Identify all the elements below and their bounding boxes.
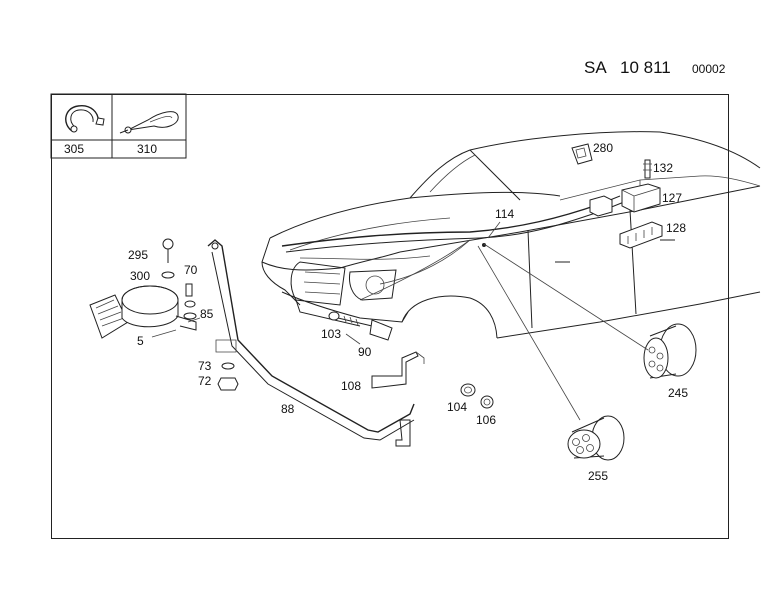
clamp-ring-icon bbox=[65, 105, 105, 133]
diagram-frame bbox=[51, 94, 729, 539]
part-103-90 bbox=[328, 311, 393, 341]
callout-72: 72 bbox=[198, 374, 212, 388]
switch-280 bbox=[571, 143, 593, 165]
horn-5 bbox=[89, 285, 197, 339]
callout-85: 85 bbox=[200, 307, 214, 321]
leader-lines bbox=[151, 243, 649, 421]
cable-tie-icon bbox=[119, 111, 179, 134]
wiring-harness bbox=[281, 195, 625, 301]
bracket-108 bbox=[371, 351, 425, 389]
inset-label-310: 310 bbox=[137, 142, 157, 156]
callout-295: 295 bbox=[128, 248, 148, 262]
connector-255 bbox=[567, 415, 625, 461]
callout-70: 70 bbox=[184, 263, 198, 277]
callout-104: 104 bbox=[447, 400, 467, 414]
drawing-prefix: SA bbox=[584, 58, 607, 77]
relay-127 bbox=[589, 183, 661, 217]
inset-boxes bbox=[50, 93, 187, 159]
callout-73: 73 bbox=[198, 359, 212, 373]
connector-245 bbox=[643, 323, 697, 379]
callout-132: 132 bbox=[653, 161, 673, 175]
callout-88: 88 bbox=[281, 402, 295, 416]
drawing-header: SA 10 811 00002 bbox=[0, 56, 782, 80]
callout-245: 245 bbox=[668, 386, 688, 400]
inset-label-305: 305 bbox=[64, 142, 84, 156]
callout-127: 127 bbox=[662, 191, 682, 205]
callout-108: 108 bbox=[341, 379, 361, 393]
car-body-outline bbox=[261, 131, 761, 339]
cap-106 bbox=[480, 395, 494, 409]
callout-labels: 280 132 127 114 128 295 300 70 85 5 103 … bbox=[128, 141, 688, 483]
callout-106: 106 bbox=[476, 413, 496, 427]
callout-5: 5 bbox=[137, 334, 144, 348]
callout-90: 90 bbox=[358, 345, 372, 359]
callout-300: 300 bbox=[130, 269, 150, 283]
callout-255: 255 bbox=[588, 469, 608, 483]
callout-280: 280 bbox=[593, 141, 613, 155]
horn-hardware bbox=[161, 238, 239, 391]
callout-114: 114 bbox=[495, 207, 514, 221]
fuse-block-128 bbox=[619, 221, 663, 249]
drawing-sheet-code: 00002 bbox=[692, 62, 726, 76]
drawing-number: 10 811 bbox=[620, 58, 671, 77]
terminal-132 bbox=[643, 159, 652, 179]
callout-128: 128 bbox=[666, 221, 686, 235]
callout-103: 103 bbox=[321, 327, 341, 341]
mounting-bracket-88 bbox=[207, 239, 415, 447]
grommet-104 bbox=[460, 383, 476, 397]
